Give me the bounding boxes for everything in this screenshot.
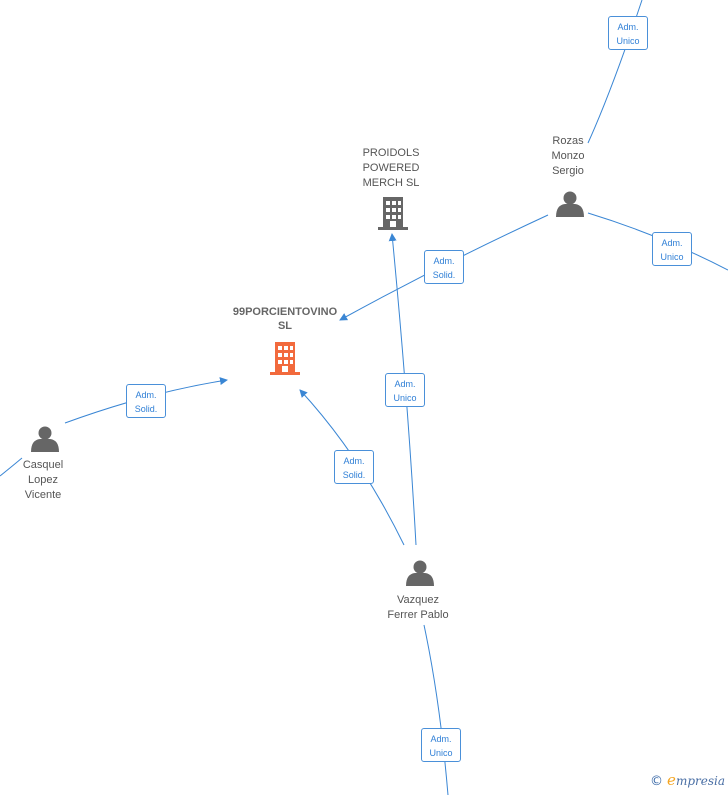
edge-label-vazquez-bottom[interactable]: Adm. Unico — [421, 728, 461, 762]
node-label-casquel[interactable]: Casquel Lopez Vicente — [22, 459, 64, 501]
edge-casquel-left — [0, 457, 23, 477]
person-icon-vazquez[interactable] — [406, 560, 434, 587]
edge-label-top-right[interactable]: Adm. Unico — [608, 16, 648, 50]
edge-label-casquel-to-main[interactable]: Adm. Solid. — [126, 384, 166, 418]
person-icon-casquel[interactable] — [31, 426, 59, 453]
node-label-main-company[interactable]: 99PORCIENTOVINO SL — [232, 306, 338, 332]
building-icon-main[interactable] — [270, 342, 300, 375]
edge-label-vazquez-to-proidols[interactable]: Adm. Unico — [385, 373, 425, 407]
edge-vazquez-bottom — [423, 624, 449, 795]
edge-label-rozas-right[interactable]: Adm. Unico — [652, 232, 692, 266]
brand-e: e — [667, 771, 676, 789]
building-icon-proidols[interactable] — [378, 197, 408, 230]
node-label-vazquez[interactable]: Vazquez Ferrer Pablo — [387, 594, 449, 621]
person-icon-rozas[interactable] — [556, 191, 584, 218]
brand-text: mpresia — [675, 774, 725, 788]
copyright-icon: © — [650, 774, 664, 789]
edge-label-vazquez-to-main[interactable]: Adm. Solid. — [334, 450, 374, 484]
brand-logo: ©empresia — [650, 771, 725, 789]
node-label-proidols[interactable]: PROIDOLS POWERED MERCH SL — [362, 147, 420, 189]
node-label-rozas[interactable]: Rozas Monzo Sergio — [551, 135, 585, 177]
edge-label-rozas-to-main[interactable]: Adm. Solid. — [424, 250, 464, 284]
